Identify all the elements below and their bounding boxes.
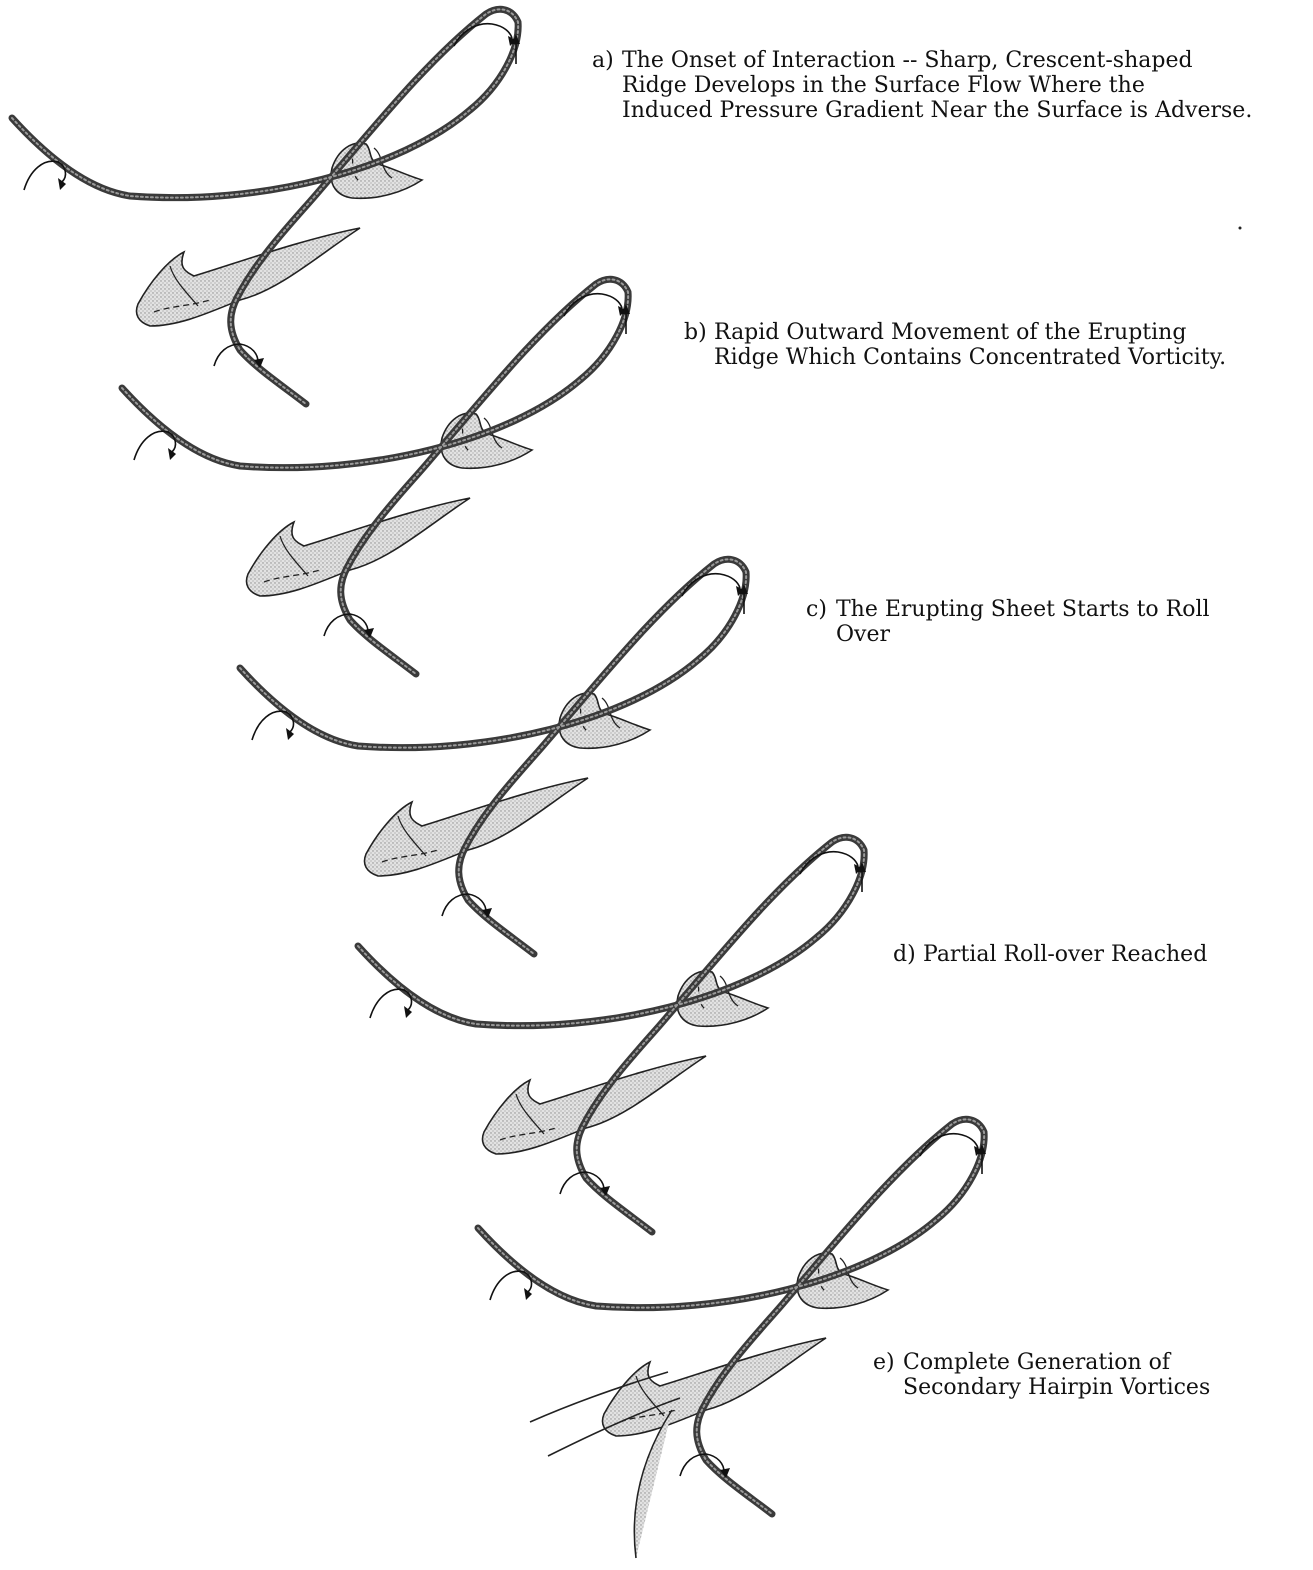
vortex-stage-c [240,559,748,954]
caption-line: Partial Roll-over Reached [893,942,1207,967]
stray-dot [1239,227,1242,230]
caption-line: Over [806,622,1210,647]
vortex-stage-d [358,837,866,1232]
caption-line: Secondary Hairpin Vortices [873,1375,1210,1400]
caption-line: The Onset of Interaction -- Sharp, Cresc… [592,48,1252,73]
caption-line: Ridge Which Contains Concentrated Vortic… [684,345,1226,370]
caption-line: The Erupting Sheet Starts to Roll [806,597,1210,622]
caption-line: Complete Generation of [873,1350,1210,1375]
caption-line: Induced Pressure Gradient Near the Surfa… [592,98,1252,123]
caption-tag-d: d) [893,942,916,967]
caption-stage-e: e) Complete Generation of Secondary Hair… [873,1350,1210,1400]
caption-line: Rapid Outward Movement of the Erupting [684,320,1226,345]
caption-stage-a: a) The Onset of Interaction -- Sharp, Cr… [592,48,1252,123]
caption-stage-b: b) Rapid Outward Movement of the Eruptin… [684,320,1226,370]
vortex-stage-e [478,1119,986,1514]
caption-tag-a: a) [592,48,614,73]
caption-tag-b: b) [684,320,707,345]
caption-stage-d: d) Partial Roll-over Reached [893,942,1207,967]
caption-tag-e: e) [873,1350,895,1375]
vortex-stage-b [122,279,630,674]
caption-line: Ridge Develops in the Surface Flow Where… [592,73,1252,98]
caption-tag-c: c) [806,597,827,622]
vortex-stage-a [12,9,520,404]
caption-stage-c: c) The Erupting Sheet Starts to Roll Ove… [806,597,1210,647]
